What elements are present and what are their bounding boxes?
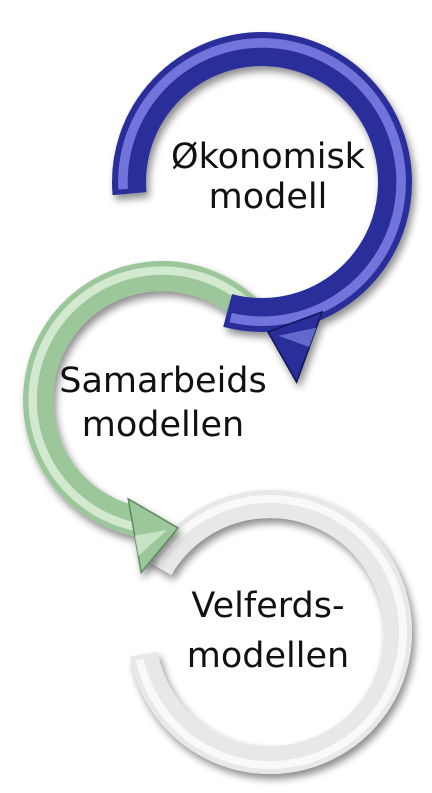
okonomisk-label-line1: Økonomisk [171,137,366,177]
okonomisk-label: Økonomisk modell [171,137,366,217]
samarbeids-label-line1: Samarbeids [59,361,267,401]
velferds-label: Velferds- modellen [187,586,349,676]
samarbeids-label-line2: modellen [82,405,244,445]
samarbeids-label: Samarbeids modellen [59,361,267,445]
velferds-label-line2: modellen [187,636,349,676]
velferds-label-line1: Velferds- [191,586,344,626]
okonomisk-label-line2: modell [209,177,328,217]
okonomisk-arrow [112,32,412,384]
velferds-arrow [130,490,412,774]
samarbeids-arrow [23,261,261,575]
